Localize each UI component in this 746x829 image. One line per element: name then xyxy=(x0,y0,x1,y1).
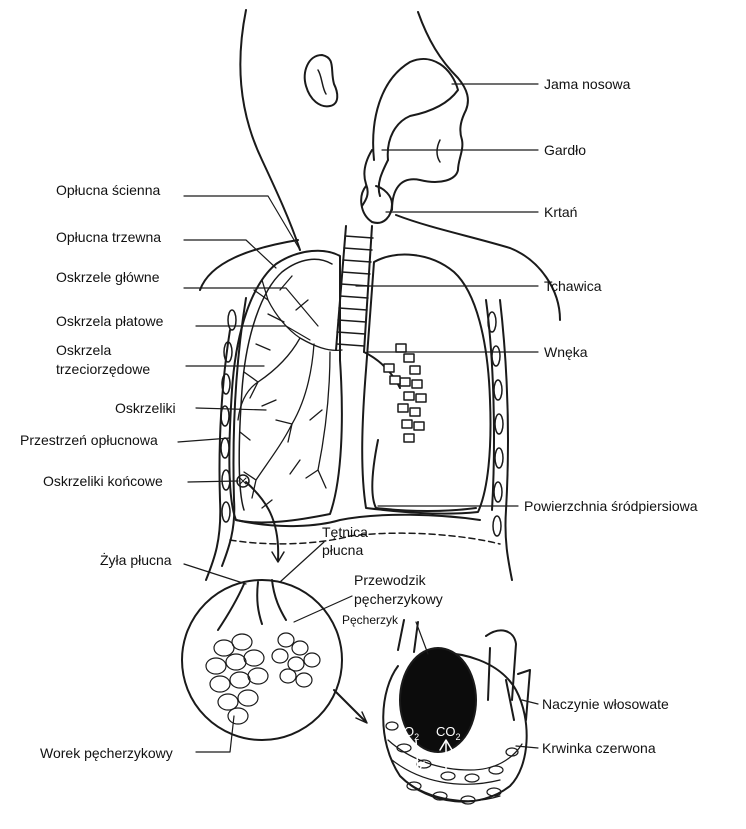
leader-zyla xyxy=(184,564,246,584)
label-krwinka-czerwona: Krwinka czerwona xyxy=(542,740,656,757)
label-oskrzela-trzeciorzedowe-1: Oskrzela xyxy=(56,342,111,359)
label-przewodzik-1: Przewodzik xyxy=(354,572,426,589)
head-outline xyxy=(240,10,300,250)
leader-worek xyxy=(196,716,234,752)
hilum-bronchus xyxy=(396,344,406,352)
label-gardlo: Gardło xyxy=(544,142,586,159)
arrow-to-alveolar-sac xyxy=(246,482,278,560)
label-oskrzela-platowe: Oskrzela płatowe xyxy=(56,313,163,330)
leader-oplucna-trzewna xyxy=(184,240,276,268)
label-wneka: Wnęka xyxy=(544,344,588,361)
label-tchawica: Tchawica xyxy=(544,278,602,295)
label-worek-pecherzykowy: Worek pęcherzykowy xyxy=(40,745,173,762)
leader-pecherzyk xyxy=(416,622,428,654)
label-tetnica-2: płucna xyxy=(322,542,363,559)
label-przewodzik-2: pęcherzykowy xyxy=(354,591,443,608)
chest-wall-left xyxy=(206,330,230,580)
larynx xyxy=(361,186,392,223)
label-oplucna-scienna: Opłucna ścienna xyxy=(56,182,160,199)
leader-naczynie xyxy=(522,700,538,704)
label-oskrzela-trzeciorzedowe-2: trzeciorzędowe xyxy=(56,361,150,378)
lung-right-outline xyxy=(362,255,490,514)
alveolar-sac-cluster xyxy=(206,633,320,724)
label-naczynie-wlosowate: Naczynie włosowate xyxy=(542,696,669,713)
nasal-cavity xyxy=(373,59,458,160)
label-oskrzeliki: Oskrzeliki xyxy=(115,400,176,417)
arrow-to-alveolus xyxy=(334,690,366,722)
co2-label: CO xyxy=(436,724,456,739)
label-oplucna-trzewna: Opłucna trzewna xyxy=(56,229,161,246)
chest-wall-right xyxy=(500,300,512,580)
label-krtan: Krtań xyxy=(544,204,577,221)
leader-tetnica xyxy=(280,542,324,582)
label-zyla-plucna: Żyła płucna xyxy=(100,552,172,569)
shoulder-right xyxy=(396,215,560,320)
alveolar-sac-magnifier xyxy=(182,580,342,740)
label-pecherzyk: Pęcherzyk xyxy=(342,612,398,629)
pharynx xyxy=(362,150,388,206)
shoulder-left xyxy=(200,240,298,290)
mediastinal-surface xyxy=(372,440,476,511)
label-tetnica-1: Tętnica xyxy=(322,524,368,541)
label-powierzchnia-srodpiersiowa: Powierzchnia śródpiersiowa xyxy=(524,498,698,515)
leader-oskrzele-glowne xyxy=(184,288,318,326)
o2-subscript: 2 xyxy=(414,732,419,742)
alveolar-duct xyxy=(398,620,418,652)
label-oskrzele-glowne: Oskrzele główne xyxy=(56,269,160,286)
o2-label: O xyxy=(404,724,414,739)
co2-subscript: 2 xyxy=(456,732,461,742)
label-oskrzeliki-koncowe: Oskrzeliki końcowe xyxy=(43,473,163,490)
label-jama-nosowa: Jama nosowa xyxy=(544,76,630,93)
label-przestrzen-oplucnowa: Przestrzeń opłucnowa xyxy=(20,432,158,449)
